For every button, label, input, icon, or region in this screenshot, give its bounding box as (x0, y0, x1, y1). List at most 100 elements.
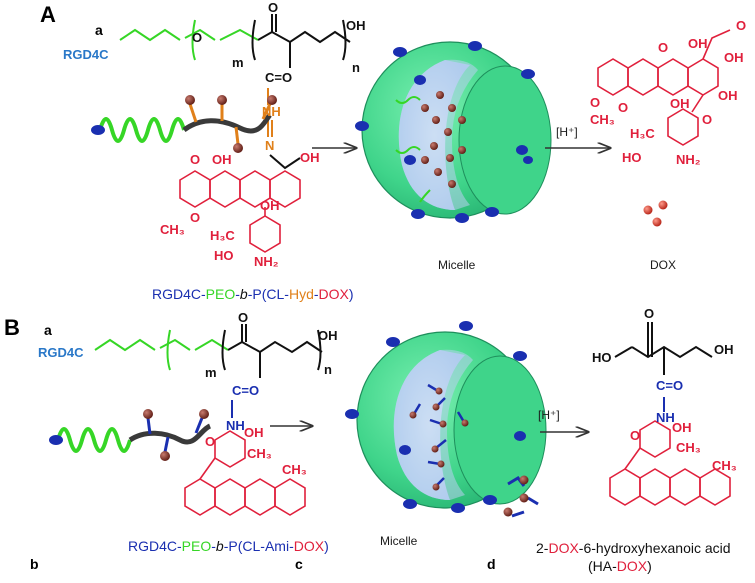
free-dox-ho: HO (622, 150, 642, 165)
free-dox-nh2: NH₂ (676, 152, 701, 167)
panel-a-letter: A (40, 2, 56, 27)
panel-a-caption-part: b (239, 286, 248, 302)
panel-b-caption-part: Ami (264, 538, 290, 554)
panel-b-rgd-label: RGD4C (38, 345, 84, 360)
panel-a-caption-part: -P(CL- (247, 286, 289, 302)
free-dox-ome: O (590, 95, 601, 110)
panel-b-caption-part: b (215, 538, 224, 554)
panel-b-caption-part: PEO (181, 538, 212, 554)
product-ch3-s: CH₃ (676, 440, 701, 455)
panel-a-conjugate-beads (185, 95, 277, 153)
panel-b-micelle-core-beads (409, 387, 469, 491)
panel-a-dox-label: DOX (650, 258, 677, 272)
panel-a-micelle-peo-arms (395, 96, 431, 203)
panel-a-oh-side: OH (300, 150, 320, 165)
panel-b-h-plus: [H⁺] (538, 408, 560, 422)
panel-b-dox-rings (184, 430, 306, 516)
product-oh-s: OH (672, 420, 692, 435)
panel-a-caption-part: Hyd (288, 286, 314, 302)
panel-b-conjugate-beads (143, 409, 209, 461)
product-ch3-r: CH₃ (712, 458, 737, 473)
panel-b-carbonyl-o: O (238, 310, 249, 325)
free-dox-oh-c: OH (718, 88, 738, 103)
panel-a-dox-rings (179, 170, 301, 253)
panel-a-n-atom: N (265, 138, 275, 153)
product-caption-part: 2- (536, 540, 549, 556)
panel-a-oh-ring: OH (212, 152, 232, 167)
panel-b-c-eq-o: C=O (232, 383, 260, 398)
panel-a-rgd-ligand (91, 125, 105, 135)
panel-b-pcl-segment (128, 423, 212, 445)
panel-a-n: n (352, 60, 360, 75)
product-caption-part: DOX (548, 540, 579, 556)
panel-b-caption-part: DOX (293, 538, 325, 554)
panel-a-sub-a: a (95, 22, 103, 38)
panel-b-ch3-sugar: CH₃ (247, 446, 272, 461)
panel-a-caption-part: - (235, 286, 240, 302)
panel-a-caption-part: RGD4C- (152, 286, 206, 302)
panel-b-product-caption-2: (HA-DOX) (588, 558, 652, 574)
panel-b-product-dox-rings (609, 420, 731, 506)
panel-b-caption-part: RGD4C- (128, 538, 182, 554)
panel-a-ho: HO (214, 248, 234, 263)
product-ho: HO (592, 350, 612, 365)
product-nh: NH (656, 410, 675, 425)
free-dox-o1: O (658, 40, 669, 55)
panel-b-product-backbone (614, 322, 713, 375)
panel-a-hydrazone-linker (267, 88, 301, 170)
panel-a-micelle-core-beads (421, 91, 466, 188)
panel-b-terminal-oh: OH (318, 328, 338, 343)
panel-b-micelle-ligands (345, 321, 527, 513)
product-caption-2-part: (HA- (588, 558, 617, 574)
panel-a-peo-coil (98, 117, 186, 143)
panel-a-h3c: H₃C (210, 228, 235, 243)
panel-a-h-plus: [H⁺] (556, 125, 578, 139)
panel-a-ether-o: O (192, 30, 203, 45)
free-dox-h3c: H₃C (630, 126, 655, 141)
panel-a-rgd-label: RGD4C (63, 47, 109, 62)
product-caption-part: -6-hydroxyhexanoic acid (578, 540, 731, 556)
panel-b-released-beads (503, 475, 529, 517)
panel-a-m: m (232, 55, 244, 70)
product-caption-2-part: ) (647, 558, 652, 574)
panel-a-caption-part: PEO (205, 286, 236, 302)
panel-a-free-dox-rings (597, 29, 731, 146)
panel-a-dox-oh: OH (260, 198, 280, 213)
panel-a-c-eq-o: C=O (265, 70, 293, 85)
panel-a-caption-part: ) (348, 286, 354, 302)
free-dox-o3: O (618, 100, 629, 115)
panel-b-micelle (356, 331, 547, 509)
panel-a-micelle-label: Micelle (438, 258, 476, 272)
panel-b-sub-b: b (30, 556, 39, 572)
free-dox-oh-b: OH (724, 50, 744, 65)
product-c-eq-o: C=O (656, 378, 684, 393)
panel-b-nh: NH (226, 418, 245, 433)
panel-a-ring-o-bot: O (190, 210, 201, 225)
panel-a-pcl-segment (182, 113, 272, 134)
panel-a-nh2: NH₂ (254, 254, 279, 269)
panel-b-caption-part: - (289, 538, 294, 554)
panel-b-sub-a: a (44, 322, 52, 338)
free-dox-o2: O (736, 18, 747, 33)
panel-b-micelle-label: Micelle (380, 534, 418, 548)
free-dox-oh-d: OH (670, 96, 690, 111)
panel-b-peo-coil (56, 427, 132, 453)
panel-b-polymer-backbone (94, 324, 323, 418)
panel-b-sub-d: d (487, 556, 496, 572)
product-caption-2-part: DOX (616, 558, 648, 574)
panel-b-n: n (324, 362, 332, 377)
panel-b-sub-c: c (295, 556, 303, 572)
panel-a-micelle (361, 41, 552, 219)
panel-b-caption: RGD4C-PEO-b-P(CL-Ami-DOX) (128, 538, 329, 554)
panel-b-caption-part: - (211, 538, 216, 554)
panel-b-letter: B (4, 315, 20, 340)
panel-b-o-sugar: O (205, 434, 216, 449)
product-o: O (644, 306, 655, 321)
free-dox-ch3: CH₃ (590, 112, 615, 127)
panel-a-nh: NH (262, 104, 281, 119)
panel-b-product-caption: 2-DOX-6-hydroxyhexanoic acid (536, 540, 731, 556)
panel-a-free-dox-beads (643, 200, 668, 227)
panel-b-caption-part: ) (324, 538, 329, 554)
product-oh: OH (714, 342, 734, 357)
panel-a-ch3: CH₃ (160, 222, 185, 237)
